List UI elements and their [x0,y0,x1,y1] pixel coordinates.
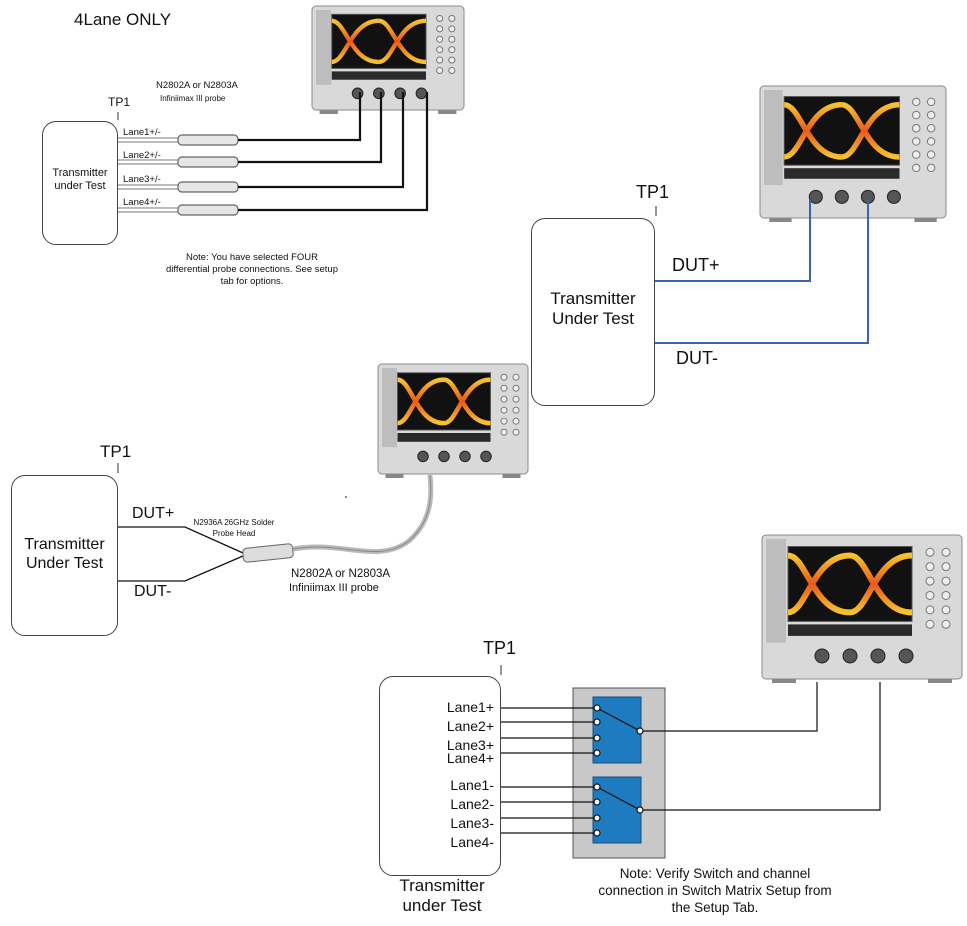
oscilloscope-icon [761,534,963,683]
probe-label: Infiniimax III probe [160,94,226,103]
dut-plus-label: DUT+ [672,255,720,275]
tp-label: TP1 [100,442,132,461]
lane-label: Lane4+ [446,750,494,766]
lane-label: Lane1+/- [123,127,161,138]
oscilloscope-icon [759,85,947,222]
lane-label: Lane4- [450,834,494,850]
switch-matrix-note: Note: Verify Switch and channel connecti… [598,866,832,915]
dut-blue-wires [655,200,869,344]
tp-label: TP1 [636,182,670,202]
switch-matrix [490,682,881,859]
tp-label: TP1 [108,95,131,109]
lane-label: Lane1- [450,777,494,793]
transmitter-box [11,475,118,636]
transmitter-box [379,676,501,876]
solder-probe-wires [118,474,434,582]
lane-label: Lane1+ [446,699,494,715]
section-title: 4Lane ONLY [74,10,172,29]
lane-label: Lane3+/- [123,174,161,185]
dut-plus-label: DUT+ [132,505,175,522]
tp-markers [117,112,657,675]
lane-minus-labels: Lane1- Lane2- Lane3- Lane4- [420,776,494,852]
four-lane-wires [118,92,429,216]
four-lane-note: Note: You have selected FOUR differentia… [166,252,338,287]
dut-minus-label: DUT- [134,583,172,600]
lane-label: Lane2+/- [123,150,161,161]
transmitter-label: Transmitter Under Test [550,289,636,329]
transmitter-label: Transmitter under Test [52,167,108,193]
lane-plus-labels: Lane1+ Lane2+ Lane3+ Lane4+ [420,698,494,766]
transmitter-box [42,121,118,245]
lane-label: Lane2+ [446,718,494,734]
probe-icon [242,543,294,563]
lane-label: Lane3- [450,815,494,831]
transmitter-box [531,218,655,406]
probe-label: N2802A or N2803A [291,568,391,580]
oscilloscopes [311,5,963,683]
solder-head-label: N2936A 26GHz Solder [193,518,275,527]
probe-label: N2802A or N2803A [156,80,238,91]
tp-label: TP1 [483,638,517,658]
transmitter-label: Transmitter under Test [399,876,485,916]
oscilloscope-icon [377,363,529,478]
probe-icon [177,134,239,216]
lane-label: Lane4+/- [123,197,161,208]
solder-head-label: Probe Head [212,529,256,538]
oscilloscope-icon [311,5,465,114]
dut-minus-label: DUT- [676,348,718,368]
probe-label: Infiniimax III probe [289,582,379,594]
lane-label: Lane2- [450,796,494,812]
transmitter-label: Transmitter Under Test [24,536,105,573]
lane-label: Lane3+ [446,737,494,753]
